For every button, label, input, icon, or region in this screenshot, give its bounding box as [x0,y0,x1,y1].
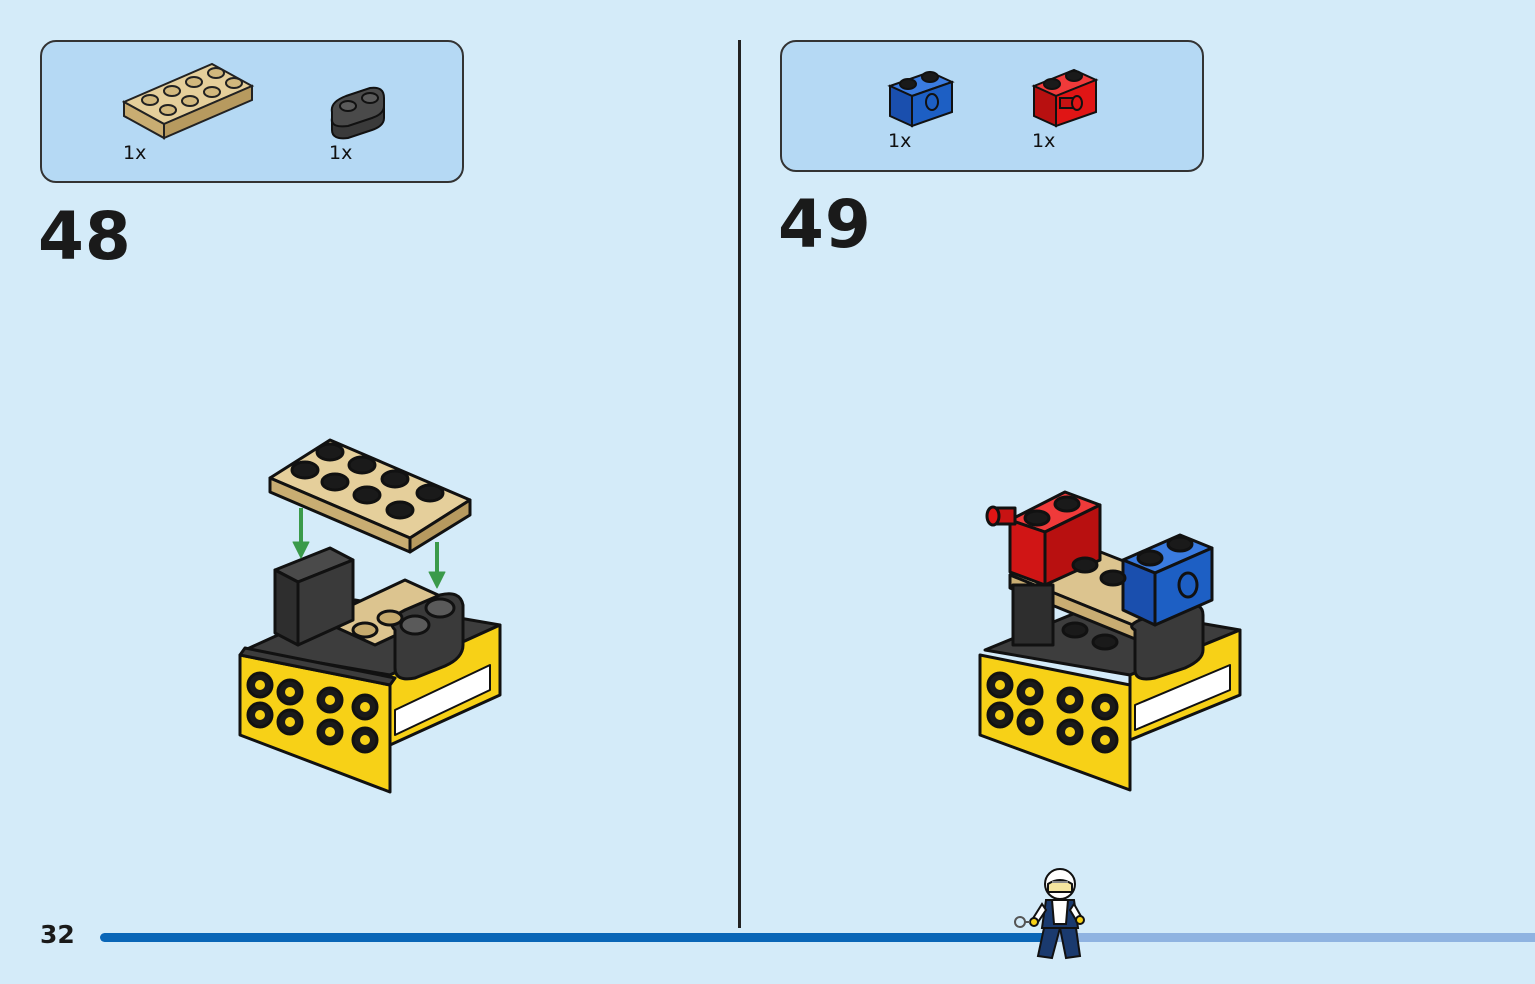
progress-bar [100,933,1535,942]
step-number: 49 [778,186,872,263]
parts-callout-step-49: 1x 1x [780,40,1204,172]
step-49-model-illustration [978,490,1242,792]
part-quantity: 1x [123,142,147,164]
step-48-model-illustration [238,438,502,794]
dark-grey-rounded-plate-icon [330,86,385,140]
blue-technic-brick-icon [887,70,955,128]
page-number: 32 [40,920,75,949]
tan-plate-2x4-icon [122,62,255,140]
minifigure-progress-marker-icon [1014,868,1085,960]
part-quantity: 1x [1032,130,1056,152]
red-brick-with-pin-icon [1031,68,1099,128]
part-quantity: 1x [329,142,353,164]
part-quantity: 1x [888,130,912,152]
page-divider [738,40,741,928]
step-number: 48 [38,198,132,275]
progress-bar-fill [100,933,1048,942]
parts-callout-step-48: 1x 1x [40,40,464,183]
